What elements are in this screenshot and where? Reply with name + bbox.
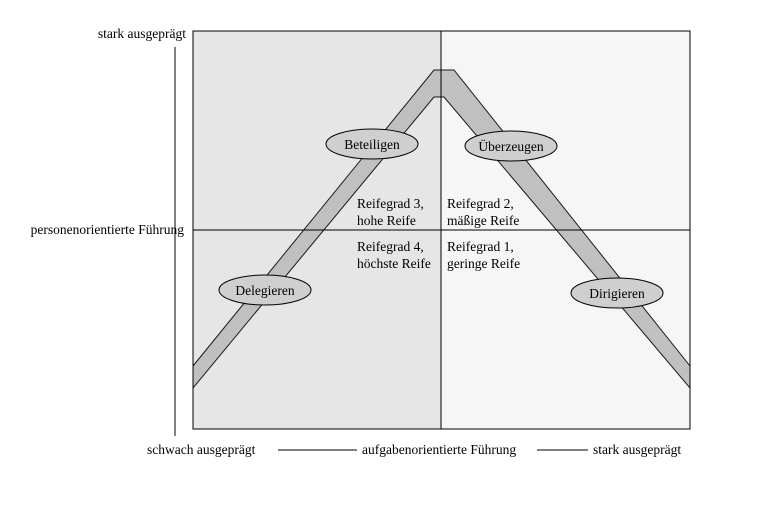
oval-dirigieren: Dirigieren bbox=[570, 277, 664, 309]
y-axis-top-label: stark ausgeprägt bbox=[97, 26, 186, 41]
oval-label-ueberzeugen: Überzeugen bbox=[478, 139, 543, 154]
oval-label-delegieren: Delegieren bbox=[235, 283, 294, 298]
x-axis-middle-label: aufgabenorientierte Führung bbox=[362, 442, 517, 457]
maturity-q4-line1: Reifegrad 4, bbox=[357, 239, 424, 254]
maturity-q1-line1: Reifegrad 1, bbox=[447, 239, 514, 254]
y-axis-middle-label: personenorientierte Führung bbox=[30, 222, 184, 237]
oval-label-beteiligen: Beteiligen bbox=[344, 137, 400, 152]
x-axis-left-label: schwach ausgeprägt bbox=[147, 442, 256, 457]
maturity-q3-line2: hohe Reife bbox=[357, 213, 416, 228]
oval-ueberzeugen: Überzeugen bbox=[464, 130, 558, 162]
oval-label-dirigieren: Dirigieren bbox=[589, 286, 645, 301]
maturity-q1-label: Reifegrad 1, geringe Reife bbox=[447, 238, 520, 272]
maturity-q3-label: Reifegrad 3, hohe Reife bbox=[357, 195, 424, 229]
maturity-q1-line2: geringe Reife bbox=[447, 256, 521, 271]
maturity-q2-line1: Reifegrad 2, bbox=[447, 196, 514, 211]
oval-delegieren: Delegieren bbox=[218, 274, 312, 306]
maturity-q4-label: Reifegrad 4, höchste Reife bbox=[357, 238, 431, 272]
oval-beteiligen: Beteiligen bbox=[325, 128, 419, 160]
maturity-q2-line2: mäßige Reife bbox=[447, 213, 520, 228]
x-axis-right-label: stark ausgeprägt bbox=[593, 442, 682, 457]
maturity-q4-line2: höchste Reife bbox=[357, 256, 431, 271]
maturity-q3-line1: Reifegrad 3, bbox=[357, 196, 424, 211]
maturity-q2-label: Reifegrad 2, mäßige Reife bbox=[447, 195, 519, 229]
